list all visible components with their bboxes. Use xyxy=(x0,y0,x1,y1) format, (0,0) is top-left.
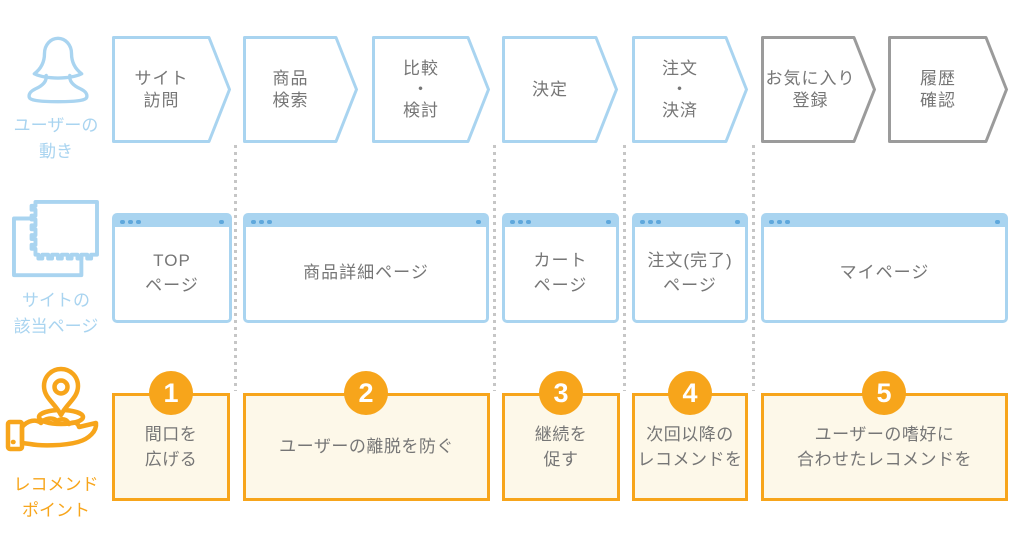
window-dot-icon xyxy=(735,219,740,224)
window-dot-icon xyxy=(518,219,523,224)
window-dot-icon xyxy=(769,219,774,224)
window-dot-icon xyxy=(777,219,782,224)
page-window-my-page: マイページ xyxy=(761,213,1008,323)
window-title-bar xyxy=(246,216,486,227)
window-dot-icon xyxy=(606,219,611,224)
journey-step-site-visit: サイト 訪問 xyxy=(112,36,231,143)
window-dot-icon xyxy=(120,219,125,224)
row1-legend-label: ユーザーの 動き xyxy=(13,116,99,161)
window-dot-icon xyxy=(219,219,224,224)
page-window-top-page: TOP ページ xyxy=(112,213,232,323)
number-badge-4: 4 xyxy=(668,371,712,415)
window-dot-icon xyxy=(251,219,256,224)
page-label: 商品詳細ページ xyxy=(303,263,429,283)
column-separator xyxy=(752,145,755,391)
window-dot-icon xyxy=(136,219,141,224)
window-dot-icon xyxy=(656,219,661,224)
page-label: マイページ xyxy=(839,263,930,283)
number-badge-3: 3 xyxy=(539,371,583,415)
page-label: カート ページ xyxy=(533,250,588,295)
window-dot-icon xyxy=(640,219,645,224)
window-dot-icon xyxy=(267,219,272,224)
page-label: TOP ページ xyxy=(145,250,199,295)
journey-step-history-check: 履歴 確認 xyxy=(888,36,1008,143)
journey-step-add-favorites: お気に入り 登録 xyxy=(761,36,876,143)
window-dot-icon xyxy=(648,219,653,224)
journey-step-compare-consider: 比較 ・ 検討 xyxy=(372,36,490,143)
window-title-bar xyxy=(764,216,1005,227)
window-dot-icon xyxy=(476,219,481,224)
journey-step-product-search: 商品 検索 xyxy=(243,36,358,143)
step-label: 注文 ・ 決済 xyxy=(662,58,698,121)
page-window-cart: カート ページ xyxy=(502,213,619,323)
hand-location-pin-icon xyxy=(5,366,99,452)
page-window-product-detail: 商品詳細ページ xyxy=(243,213,489,323)
window-dot-icon xyxy=(526,219,531,224)
window-title-bar xyxy=(505,216,616,227)
step-label: 比較 ・ 検討 xyxy=(403,58,439,121)
journey-step-decision: 決定 xyxy=(502,36,618,143)
row3-legend-label: レコメンド ポイント xyxy=(13,475,99,520)
step-label: サイト 訪問 xyxy=(134,69,189,110)
window-dot-icon xyxy=(510,219,515,224)
window-dot-icon xyxy=(128,219,133,224)
page-label: 注文(完了) ページ xyxy=(647,250,733,295)
column-separator xyxy=(234,145,237,391)
step-label: 履歴 確認 xyxy=(920,69,956,110)
window-dot-icon xyxy=(995,219,1000,224)
column-separator xyxy=(623,145,626,391)
step-label: お気に入り 登録 xyxy=(765,69,856,110)
journey-step-order-payment: 注文 ・ 決済 xyxy=(632,36,748,143)
window-dot-icon xyxy=(259,219,264,224)
row2-legend-label: サイトの 該当ページ xyxy=(13,291,99,336)
window-dot-icon xyxy=(785,219,790,224)
stacked-pages-icon xyxy=(12,199,99,278)
step-label: 商品 検索 xyxy=(272,69,309,110)
number-badge-5: 5 xyxy=(862,371,906,415)
window-title-bar xyxy=(115,216,229,227)
number-badge-2: 2 xyxy=(344,371,388,415)
user-icon xyxy=(27,36,89,104)
window-title-bar xyxy=(635,216,745,227)
page-window-order-complete: 注文(完了) ページ xyxy=(632,213,748,323)
step-label: 決定 xyxy=(532,79,568,99)
column-separator xyxy=(493,145,496,391)
recommend-point-3-box: 継続を 促す xyxy=(502,393,620,501)
number-badge-1: 1 xyxy=(149,371,193,415)
